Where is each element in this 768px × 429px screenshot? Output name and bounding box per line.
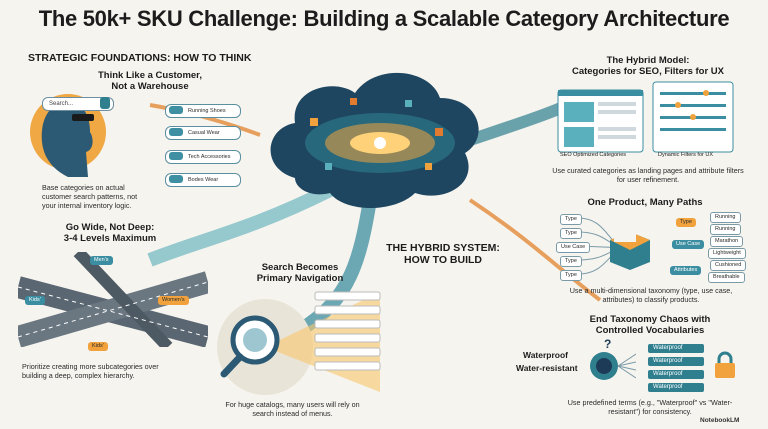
hybrid-model-illustration: [557, 81, 734, 153]
term-waterproof: Waterproof: [523, 350, 569, 360]
filters-caption: Dynamic Filters for UX: [658, 152, 714, 158]
search-nav-desc: For huge catalogs, many users will rely …: [225, 400, 360, 418]
chaos-desc: Use predefined terms (e.g., "Waterproof"…: [567, 398, 733, 416]
customer-desc: Base categories on actual customer searc…: [42, 183, 138, 210]
road-label-mens: Men's: [90, 256, 113, 265]
right-tag: Running: [710, 224, 741, 235]
category-label: Running Shoes: [188, 108, 226, 114]
category-label: Tech Accessories: [188, 154, 231, 160]
path-to-wide: [147, 183, 334, 267]
road-label-kids-2: Kids': [88, 342, 108, 351]
strategic-heading: STRATEGIC FOUNDATIONS: HOW TO THINK: [28, 52, 252, 64]
path-to-search: [296, 198, 377, 337]
shoe-icon: [614, 232, 636, 242]
left-tag: Type: [560, 214, 582, 225]
one-product-desc: Use a multi-dimensional taxonomy (type, …: [569, 286, 733, 304]
vocab-item: Waterproof: [648, 344, 704, 353]
road-label-kids: Kids': [25, 296, 45, 305]
notebooklm-brand: NotebookLM: [700, 417, 740, 424]
road-label-womens: Women's: [158, 296, 189, 305]
left-tag: Type: [560, 228, 582, 239]
lock-icon: [715, 351, 735, 378]
path-to-chaos: [468, 198, 602, 302]
category-label: Bodes Wear: [188, 177, 219, 183]
customer-head-illustration: [30, 94, 106, 177]
category-pill[interactable]: Bodes Wear: [165, 173, 241, 187]
vocab-item: Waterproof: [648, 370, 704, 379]
shirt-icon: [169, 128, 183, 136]
wide-title: Go Wide, Not Deep: 3-4 Levels Maximum: [63, 222, 157, 244]
term-water-resistant: Water-resistant: [516, 363, 578, 373]
chaos-title: End Taxonomy Chaos with Controlled Vocab…: [589, 314, 711, 336]
left-tag: Use Case: [556, 242, 591, 253]
left-tag: Type: [560, 256, 582, 267]
right-tag: Running: [710, 212, 741, 223]
one-product-title: One Product, Many Paths: [587, 197, 703, 208]
category-label: Casual Wear: [188, 130, 220, 136]
category-pill[interactable]: Running Shoes: [165, 104, 241, 118]
galaxy-cloud-illustration: [270, 72, 479, 208]
vocab-item: Waterproof: [648, 383, 704, 392]
search-nav-title: Search Becomes Primary Navigation: [256, 262, 344, 284]
hybrid-system-title: THE HYBRID SYSTEM: HOW TO BUILD: [386, 242, 500, 266]
bag-icon: [169, 175, 183, 183]
category-pill[interactable]: Casual Wear: [165, 126, 241, 140]
mid-tag: Use Case: [672, 240, 705, 249]
headphones-icon: [169, 152, 183, 160]
mid-tag: Attributes: [670, 266, 702, 275]
right-tag: Lightweight: [708, 248, 746, 259]
right-tag: Breathable: [708, 272, 745, 283]
right-tag: Cushioned: [710, 260, 747, 271]
search-input[interactable]: Search...: [42, 97, 114, 111]
highway-illustration: [18, 252, 208, 347]
hybrid-model-title: The Hybrid Model: Categories for SEO, Fi…: [571, 55, 725, 77]
category-pill[interactable]: Tech Accessories: [165, 150, 241, 164]
funnel-swirl-icon: [590, 352, 636, 380]
search-nav-illustration: [217, 291, 381, 395]
shoe-icon: [169, 106, 183, 114]
hybrid-model-desc: Use curated categories as landing pages …: [552, 166, 744, 184]
question-mark: ?: [604, 337, 612, 351]
mid-tag: Type: [676, 218, 696, 227]
left-tag: Type: [560, 270, 582, 281]
wide-desc: Prioritize creating more subcategories o…: [22, 362, 159, 380]
search-icon[interactable]: [100, 97, 110, 109]
right-tag: Marathon: [710, 236, 744, 247]
customer-title: Think Like a Customer, Not a Warehouse: [98, 70, 202, 92]
page-title: The 50k+ SKU Challenge: Building a Scala…: [38, 6, 730, 31]
vocab-item: Waterproof: [648, 357, 704, 366]
seo-caption: SEO Optimized Categories: [560, 152, 627, 158]
